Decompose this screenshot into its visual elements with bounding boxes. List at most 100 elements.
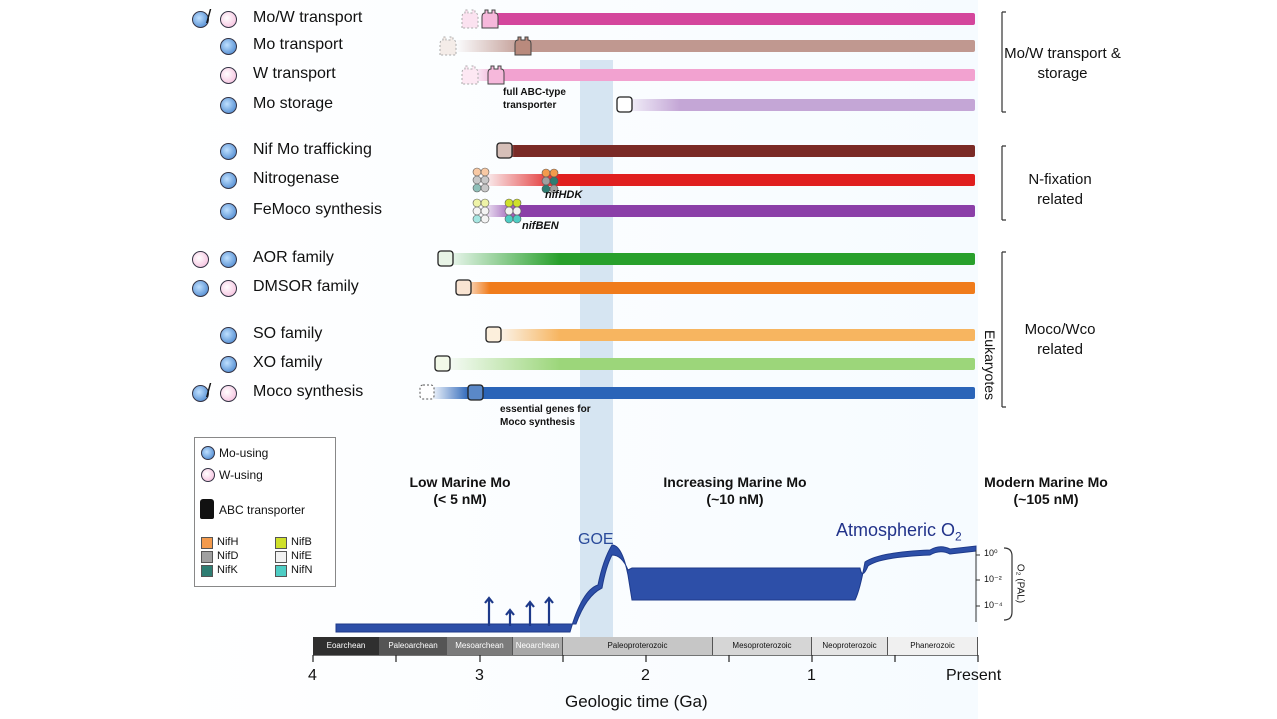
eon-8: Phanerozoic [888, 637, 978, 655]
mo-marker [220, 143, 237, 160]
o2-tick-2: 10⁻⁴ [984, 600, 1003, 610]
row-label-5: Nif Mo trafficking [253, 141, 372, 158]
legend-w-marker [201, 468, 215, 482]
row-label-3: W transport [253, 65, 336, 82]
nif-cluster-faded [472, 214, 482, 224]
row-bar-6 [480, 174, 975, 186]
legend-nifk: NifK [217, 564, 238, 576]
nif-cluster-faded [480, 183, 490, 193]
eon-6: Mesoproterozoic [713, 637, 812, 655]
group-label-transport: Mo/W transport & storage [1004, 45, 1121, 82]
legend-nife-swatch [275, 551, 287, 563]
origin-box-5 [485, 326, 502, 343]
origin-box-3 [437, 250, 454, 267]
row-bar-3 [470, 69, 975, 81]
row-bar-7 [480, 205, 975, 217]
legend-nifn-swatch [275, 565, 287, 577]
origin-box-1 [616, 96, 633, 113]
origin-box-6 [434, 355, 451, 372]
era-low: Low Marine Mo(< 5 nM) [409, 474, 511, 507]
abc-transporter-icon [481, 9, 499, 29]
legend-abc: ABC transporter [219, 503, 306, 517]
eon-7: Neoproterozoic [812, 637, 888, 655]
eon-3: Mesoarchean [447, 637, 513, 655]
nif-cluster-faded [472, 198, 482, 208]
axis-title: Geologic time (Ga) [565, 692, 708, 711]
era-modern: Modern Marine Mo(~105 nM) [984, 474, 1108, 507]
nif-cluster-nifhdk [549, 176, 559, 186]
nif-cluster-faded [480, 167, 490, 177]
nif-cluster-faded [472, 206, 482, 216]
o2-tick-0: 10⁰ [984, 548, 998, 558]
group-label-nfix: N-fixation related [1028, 171, 1092, 208]
abc-transporter-icon-faded [461, 9, 479, 29]
row-bar-10 [490, 329, 975, 341]
eon-5: Paleoproterozoic [563, 637, 713, 655]
eukaryotes-label: Eukaryotes [982, 329, 998, 401]
slash-icon: / [206, 381, 212, 402]
goe-label: GOE [578, 531, 614, 548]
nif-cluster-faded [472, 183, 482, 193]
legend-mo: Mo-using [219, 446, 269, 460]
row-bar-11 [440, 358, 975, 370]
group-label-moco: Moco/Wco related [1024, 321, 1096, 358]
legend-nifd: NifD [217, 550, 239, 562]
w-marker [192, 251, 209, 268]
row-bar-8 [440, 253, 975, 265]
eon-1: Eoarchean [313, 637, 380, 655]
row-label-8: AOR family [253, 249, 334, 266]
nif-cluster-nifhdk [541, 176, 551, 186]
abc-transporter-icon [514, 36, 532, 56]
legend-nifk-swatch [201, 565, 213, 577]
axis-tick-present: Present [946, 667, 1002, 684]
abc-transporter-icon-faded [439, 36, 457, 56]
origin-box-4 [455, 279, 472, 296]
mo-marker [220, 97, 237, 114]
whiff-arrow-icon-4 [544, 596, 554, 626]
row-label-7: FeMoco synthesis [253, 201, 382, 218]
o2-axis-bracket [1003, 547, 1013, 621]
legend-mo-marker [201, 446, 215, 460]
legend-w: W-using [219, 468, 263, 482]
o2-label: Atmospheric O2 [836, 520, 962, 544]
abc-transporter-icon-faded [461, 65, 479, 85]
whiff-arrow-icon-1 [484, 596, 494, 626]
row-label-12: Moco synthesis [253, 383, 364, 400]
legend-nifn: NifN [291, 564, 313, 576]
nif-cluster-faded [480, 206, 490, 216]
nif-cluster-faded [472, 167, 482, 177]
o2-curve [335, 544, 977, 633]
eon-2: Paleoarchean [380, 637, 447, 655]
bracket-transport [1001, 11, 1006, 113]
abc-transporter-icon [487, 65, 505, 85]
gene-nifhdk: nifHDK [545, 189, 583, 201]
o2-axis [975, 550, 980, 622]
row-bar-2 [455, 40, 975, 52]
mo-marker [192, 385, 209, 402]
nif-cluster-nifhdk [549, 184, 559, 194]
row-label-10: SO family [253, 325, 323, 342]
whiff-arrow-icon-2 [505, 608, 515, 626]
bracket-nfix [1001, 145, 1006, 221]
row-label-1: Mo/W transport [253, 9, 363, 26]
nif-cluster-nifhdk [549, 168, 559, 178]
nif-cluster-nifben [512, 198, 522, 208]
o2-tick-1: 10⁻² [984, 574, 1002, 584]
w-marker [220, 67, 237, 84]
nif-cluster-faded [480, 214, 490, 224]
origin-box-2 [496, 142, 513, 159]
whiff-arrow-icon-3 [525, 600, 535, 626]
nif-cluster-nifben [504, 198, 514, 208]
mo-marker [220, 172, 237, 189]
note-abc: full ABC-type transporter [503, 87, 566, 111]
axis-tick-4: 4 [308, 667, 317, 684]
mo-marker [192, 280, 209, 297]
nif-cluster-faded [472, 175, 482, 185]
row-bar-9 [460, 282, 975, 294]
bracket-moco [1001, 251, 1006, 408]
legend-nifh: NifH [217, 536, 239, 548]
row-bar-12 [430, 387, 975, 399]
nif-cluster-nifben [504, 214, 514, 224]
